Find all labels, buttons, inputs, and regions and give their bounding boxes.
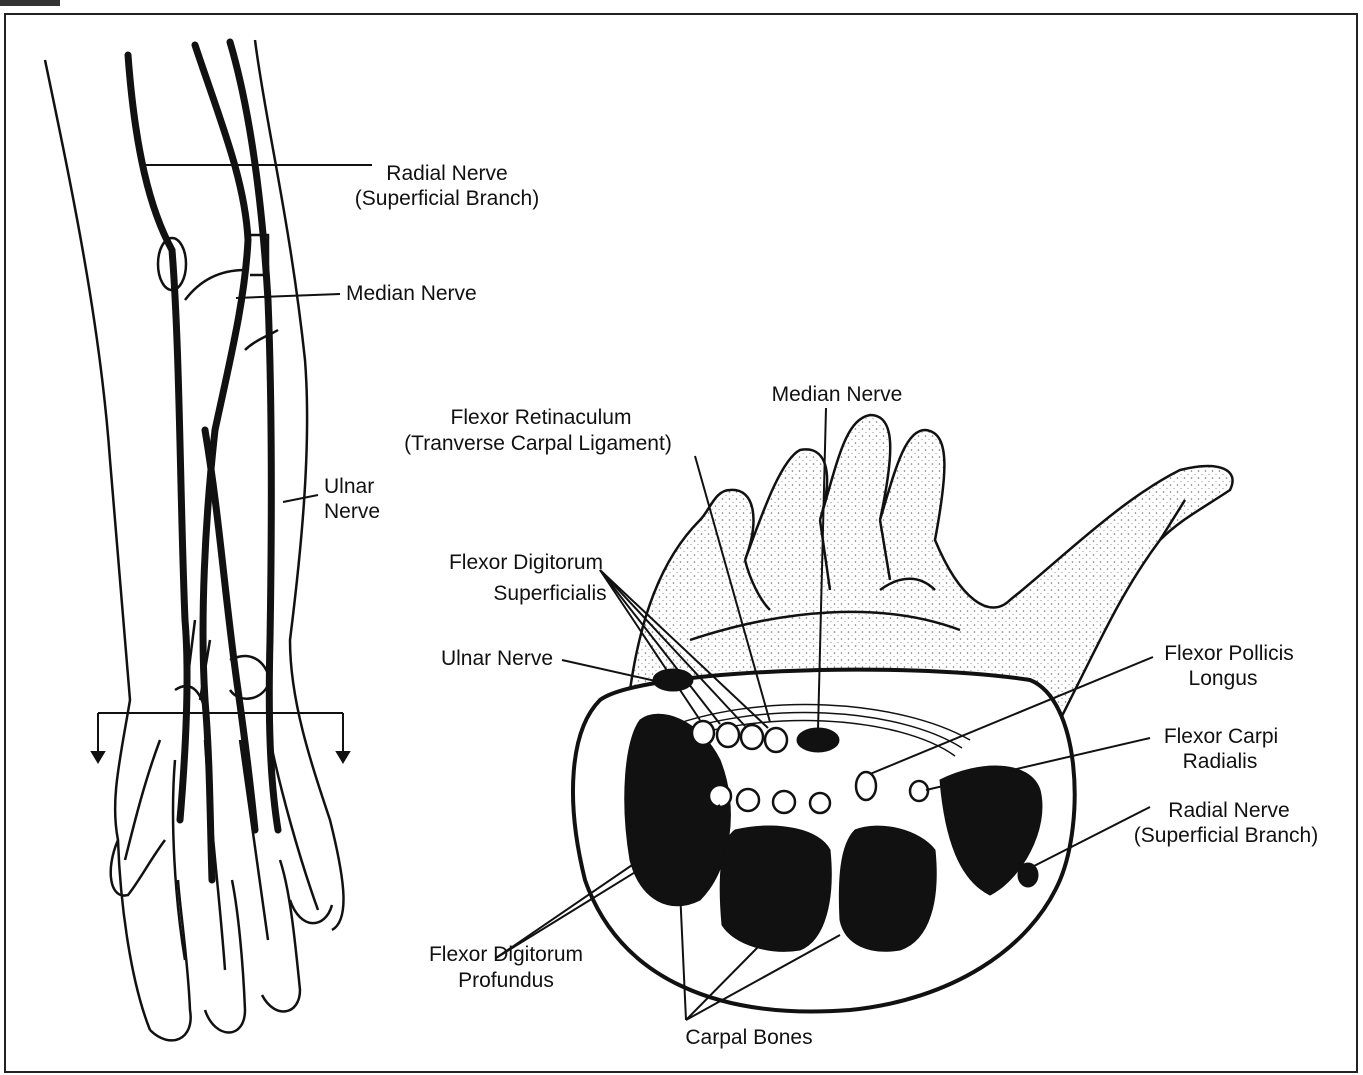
- fdp-label-1: Flexor Digitorum: [429, 943, 583, 966]
- arm-radial-nerve-branch-label: (Superficial Branch): [355, 187, 539, 210]
- arm-median-nerve-label: Median Nerve: [346, 282, 477, 305]
- radial-nerve-branch-label: (Superficial Branch): [1134, 824, 1318, 847]
- fds-label-2: Superficialis: [493, 582, 606, 605]
- fcr-label-2: Radialis: [1183, 750, 1258, 773]
- fpl-label-2: Longus: [1189, 667, 1258, 690]
- flexor-retinaculum-label: Flexor Retinaculum: [451, 406, 632, 429]
- arm-nerves: [128, 42, 278, 880]
- arm-ulnar-nerve-label-1: Ulnar: [324, 475, 374, 498]
- flexor-retinaculum-sub-label: (Tranverse Carpal Ligament): [404, 432, 672, 455]
- arm-radial-nerve-label: Radial Nerve: [386, 162, 507, 185]
- arm-labels: Radial Nerve (Superficial Branch) Median…: [324, 162, 539, 523]
- fpl-label-1: Flexor Pollicis: [1164, 642, 1294, 665]
- ulnar-nerve-label: Ulnar Nerve: [441, 647, 553, 670]
- arm-ulnar-nerve-label-2: Nerve: [324, 500, 380, 523]
- header-fragment: [0, 0, 60, 6]
- fcr-label-1: Flexor Carpi: [1164, 725, 1278, 748]
- median-nerve-label: Median Nerve: [772, 383, 903, 406]
- radial-nerve-label: Radial Nerve: [1168, 799, 1289, 822]
- carpal-bones-label: Carpal Bones: [685, 1026, 812, 1049]
- arm-drawing: [45, 40, 344, 1040]
- fds-label-1: Flexor Digitorum: [449, 551, 603, 574]
- fdp-label-2: Profundus: [458, 969, 554, 992]
